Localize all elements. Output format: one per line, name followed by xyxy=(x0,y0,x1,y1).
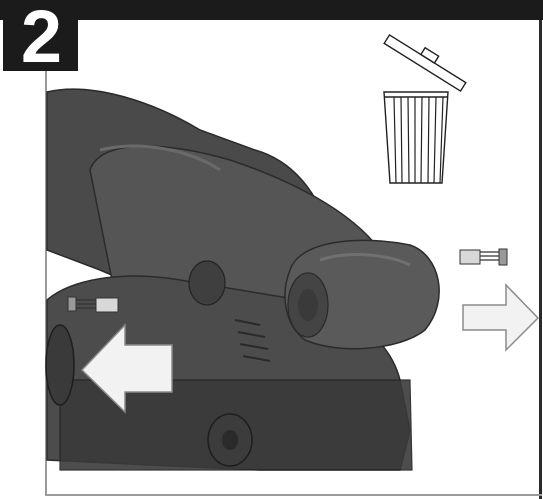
arrow-left-icon xyxy=(80,323,173,414)
frame-bottom-border xyxy=(45,494,542,496)
carbon-brush-inserted xyxy=(67,296,119,313)
arrow-right-icon xyxy=(462,283,540,352)
step-number-badge: 2 xyxy=(3,0,78,74)
trash-can-icon xyxy=(383,33,467,184)
frame-right-border xyxy=(539,20,542,499)
frame-left-border xyxy=(45,71,47,495)
header-bar xyxy=(0,0,543,20)
carbon-brush-removed xyxy=(459,248,508,266)
belt-sander-illustration xyxy=(45,88,440,471)
